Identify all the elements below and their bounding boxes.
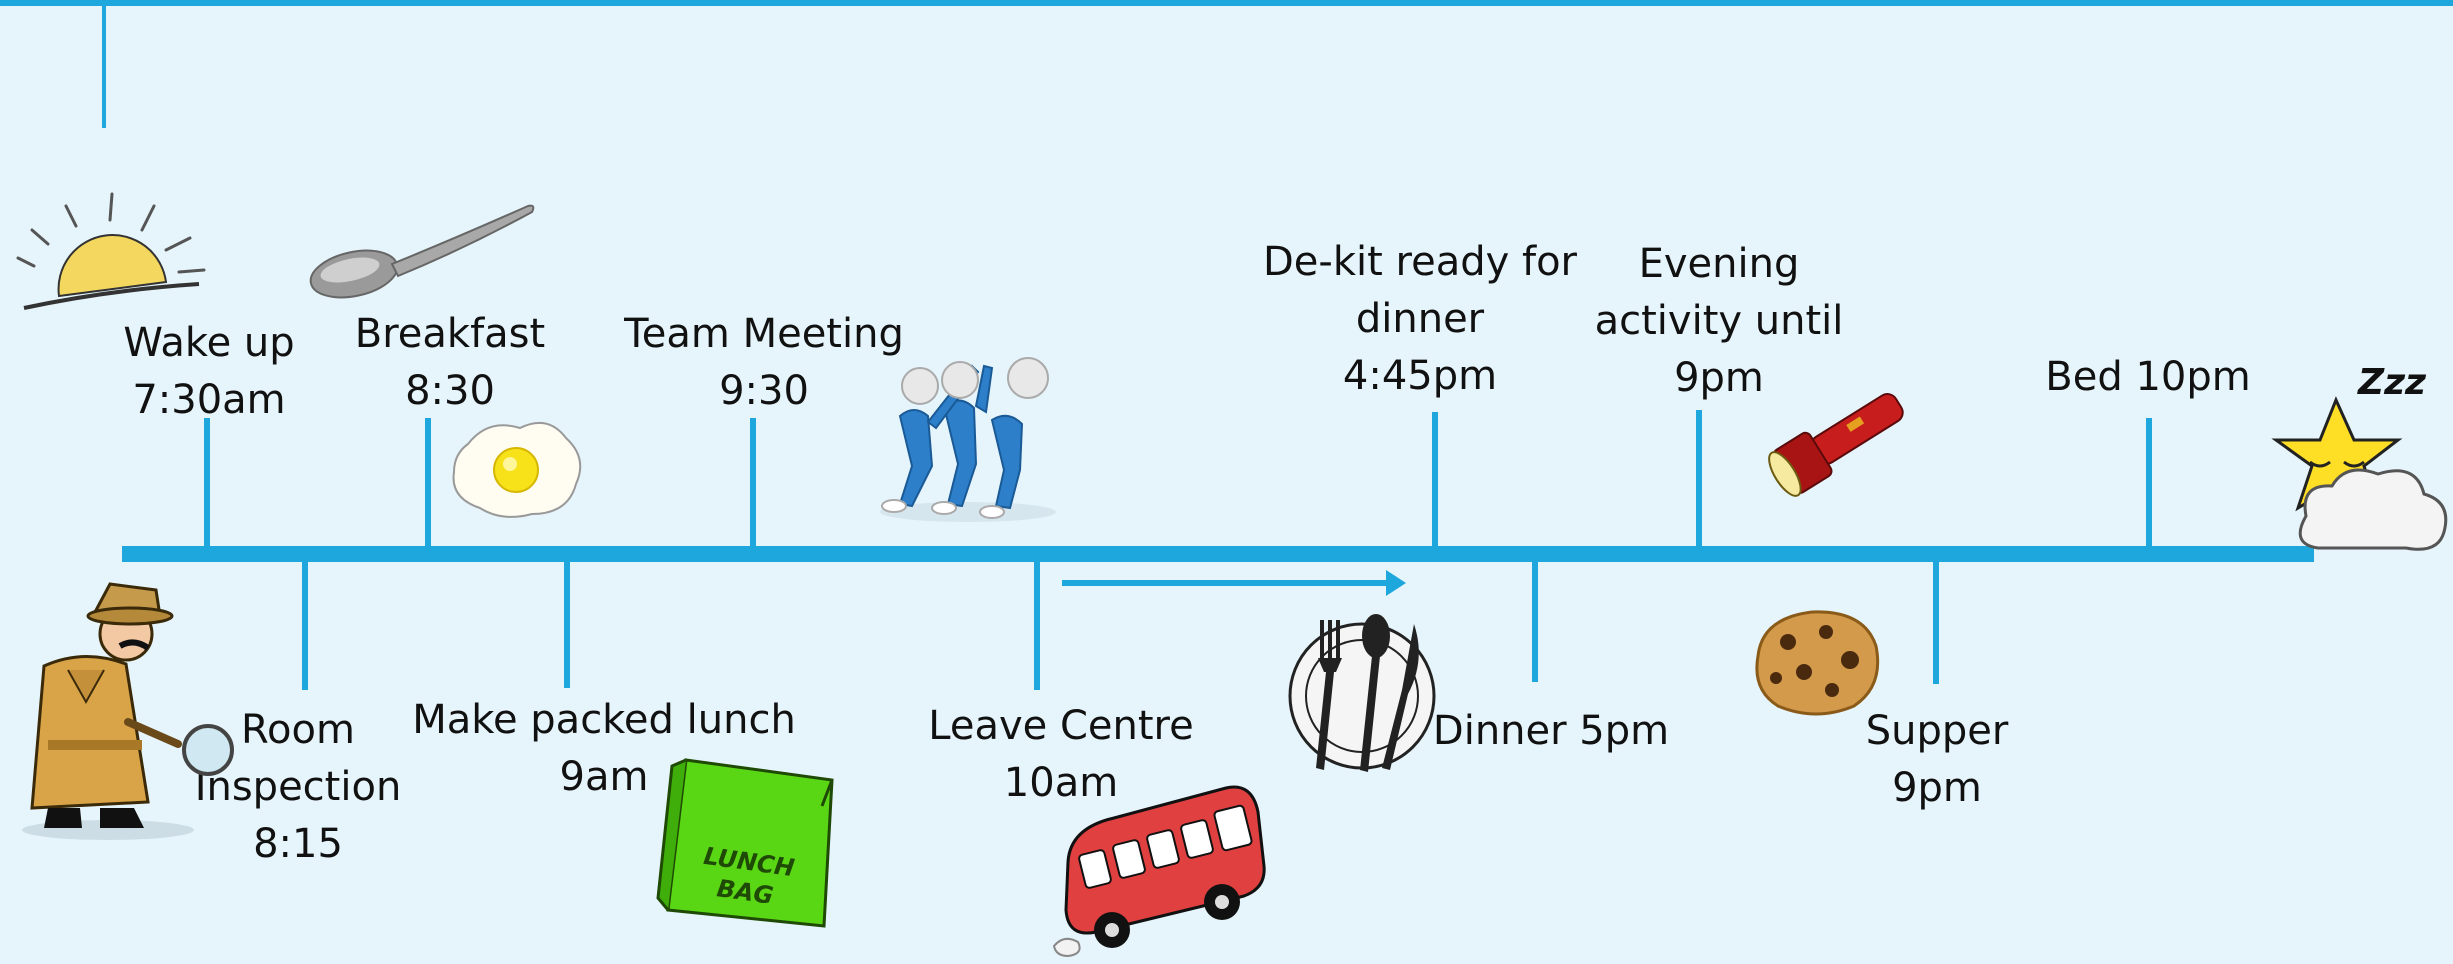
label-inspection-line1: Room bbox=[241, 707, 355, 753]
label-evening-line3: 9pm bbox=[1674, 355, 1764, 401]
tick-leave bbox=[1034, 560, 1040, 690]
top-left-accent-line bbox=[102, 0, 106, 128]
detective-icon bbox=[22, 582, 234, 840]
timeline-axis bbox=[122, 546, 2314, 562]
plate-cutlery-icon bbox=[1288, 614, 1436, 772]
label-leave-line1: Leave Centre bbox=[928, 703, 1194, 749]
label-bed-line1: Bed 10pm bbox=[2045, 354, 2251, 400]
bus-icon bbox=[1052, 785, 1266, 958]
label-breakfast-line1: Breakfast bbox=[354, 311, 546, 357]
label-inspection-line2: Inspection bbox=[194, 764, 402, 810]
fried-egg-icon bbox=[452, 421, 582, 518]
label-leave: Leave Centre 10am bbox=[928, 698, 1193, 812]
label-breakfast: Breakfast 8:30 bbox=[355, 306, 545, 420]
label-lunch-line2: 9am bbox=[559, 754, 649, 800]
tick-bed bbox=[2146, 418, 2152, 548]
team-figures-icon bbox=[880, 357, 1056, 522]
label-meeting-line1: Team Meeting bbox=[624, 311, 904, 357]
label-leave-line2: 10am bbox=[1003, 760, 1119, 806]
label-supper: Supper 9pm bbox=[1866, 703, 2009, 817]
tick-inspection bbox=[302, 560, 308, 690]
label-meeting-line2: 9:30 bbox=[719, 368, 809, 414]
label-supper-line2: 9pm bbox=[1892, 765, 1982, 811]
label-dekit-line2: dinner bbox=[1355, 296, 1485, 342]
label-wake: Wake up 7:30am bbox=[123, 315, 294, 429]
tick-dinner bbox=[1532, 546, 1538, 682]
sun-icon bbox=[16, 192, 206, 310]
tick-meeting bbox=[750, 418, 756, 548]
cookie-icon bbox=[1755, 610, 1880, 716]
label-wake-line1: Wake up bbox=[123, 320, 295, 366]
label-evening: Evening activity until 9pm bbox=[1595, 236, 1844, 407]
label-bed: Bed 10pm bbox=[2045, 349, 2250, 406]
label-dekit-line3: 4:45pm bbox=[1342, 353, 1498, 399]
label-meeting: Team Meeting 9:30 bbox=[624, 306, 904, 420]
tick-wake bbox=[204, 418, 210, 548]
travel-arrow-shaft bbox=[1062, 580, 1392, 586]
travel-arrow-head bbox=[1386, 570, 1406, 596]
label-dekit-line1: De-kit ready for bbox=[1263, 239, 1577, 285]
label-inspection-line3: 8:15 bbox=[253, 821, 343, 867]
label-evening-line2: activity until bbox=[1594, 298, 1844, 344]
tick-dekit bbox=[1432, 412, 1438, 548]
sleeping-star-icon: Zzz bbox=[2271, 362, 2448, 551]
tick-lunch bbox=[564, 560, 570, 688]
label-inspection: Room Inspection 8:15 bbox=[195, 702, 402, 873]
label-dekit: De-kit ready for dinner 4:45pm bbox=[1263, 234, 1577, 405]
tick-evening bbox=[1696, 410, 1702, 548]
label-lunch: Make packed lunch 9am bbox=[412, 692, 796, 806]
zzz-text: Zzz bbox=[2357, 362, 2427, 403]
label-evening-line1: Evening bbox=[1638, 241, 1800, 287]
top-border bbox=[0, 0, 2453, 6]
spoon-icon bbox=[309, 204, 535, 299]
lunch-bag-icon: LUNCH BAG bbox=[656, 758, 834, 928]
label-supper-line1: Supper bbox=[1865, 708, 2009, 754]
label-lunch-line1: Make packed lunch bbox=[412, 697, 796, 743]
flashlight-icon bbox=[1768, 393, 1904, 497]
label-dinner: Dinner 5pm bbox=[1433, 703, 1669, 760]
tick-breakfast bbox=[425, 418, 431, 548]
label-breakfast-line2: 8:30 bbox=[405, 368, 495, 414]
label-dinner-line1: Dinner 5pm bbox=[1432, 708, 1670, 754]
label-wake-line2: 7:30am bbox=[132, 377, 286, 423]
tick-supper bbox=[1933, 560, 1939, 684]
